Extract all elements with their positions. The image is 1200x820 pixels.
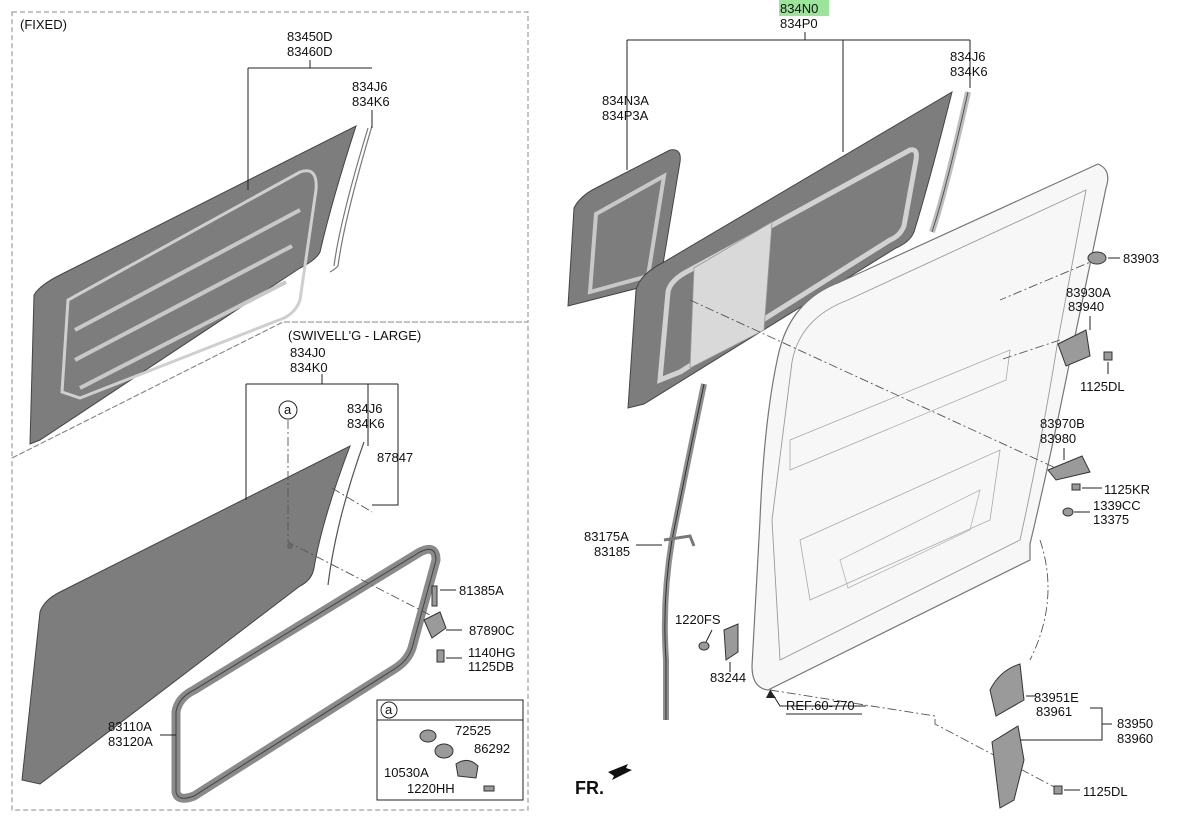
ref-a-marker <box>278 400 298 420</box>
bolt-1140HG-icon <box>436 649 445 663</box>
callout-87847: 87847 <box>377 450 413 465</box>
bolt-1339CC-icon <box>1062 507 1074 517</box>
callout-1125DB: 1125DB <box>468 659 514 674</box>
fixed-weatherstrip <box>329 125 373 273</box>
callout-81385A: 81385A <box>459 583 504 598</box>
callout-1125DL-a: 1125DL <box>1080 379 1125 394</box>
front-direction-label: FR. <box>575 778 604 798</box>
callout-83960: 83960 <box>1117 731 1153 746</box>
front-arrow-icon <box>608 764 632 780</box>
callout-834J0: 834J0 <box>290 345 325 360</box>
callout-83970B: 83970B <box>1040 416 1085 431</box>
fixed-section-label: (FIXED) <box>20 17 67 32</box>
callout-834J6-right: 834J6 <box>950 49 985 64</box>
swivel-section-label: (SWIVELL'G - LARGE) <box>288 328 421 343</box>
leader-83450D <box>247 60 373 190</box>
detail-a-marker <box>380 701 398 719</box>
callout-1125KR: 1125KR <box>1104 482 1150 497</box>
callout-834P3A: 834P3A <box>602 108 649 123</box>
leader-834J0 <box>245 374 399 506</box>
callout-834N3A: 834N3A <box>602 93 649 108</box>
swivel-quarter-glass <box>21 444 351 785</box>
callout-834J6-fixed: 834J6 <box>352 79 387 94</box>
screw-1220HH-icon <box>483 785 495 792</box>
callout-83120A: 83120A <box>108 734 153 749</box>
callout-834K0: 834K0 <box>290 360 328 375</box>
callout-834N0-highlight <box>779 0 829 16</box>
grommet-72525-icon <box>419 729 437 743</box>
screw-1220FS-icon <box>698 641 710 651</box>
callout-83175A: 83175A <box>584 529 629 544</box>
callout-1140HG: 1140HG <box>468 645 515 660</box>
cap-83903-icon <box>1087 251 1107 265</box>
fixed-weatherstrip-edge <box>333 127 369 267</box>
callout-83460D: 83460D <box>287 44 333 59</box>
handle-83244-icon <box>723 623 739 661</box>
dash-ref-a <box>287 420 433 617</box>
callout-ref: REF.60-770 <box>786 698 855 713</box>
bushing-10530A-icon <box>455 760 479 779</box>
swivel-glass-seal <box>171 544 441 803</box>
callout-83930A: 83930A <box>1066 285 1111 300</box>
callout-87890C: 87890C <box>469 623 515 638</box>
channel-83175A <box>661 383 707 720</box>
leader-834N0 <box>626 32 971 170</box>
dash-83930A <box>999 339 1061 361</box>
bolt-1125DL-a-icon <box>1103 351 1113 361</box>
pivot-stud-icon <box>287 543 293 549</box>
callout-834K6-right: 834K6 <box>950 64 988 79</box>
pin-81385A-icon <box>431 585 438 607</box>
callout-83450D: 83450D <box>287 29 333 44</box>
ref-a-marker-text: a <box>284 402 292 417</box>
callout-83185: 83185 <box>594 544 630 559</box>
callout-10530A: 10530A <box>384 765 429 780</box>
swivel-section-border <box>11 321 529 811</box>
callout-83903: 83903 <box>1123 251 1159 266</box>
dash-cable <box>1029 539 1049 661</box>
door-main-glass <box>627 90 953 409</box>
callout-83980: 83980 <box>1040 431 1076 446</box>
latch-83950-icon <box>991 725 1025 809</box>
roller-83970B-icon <box>1047 455 1091 481</box>
bolt-1125DL-b-icon <box>1053 785 1063 795</box>
actuator-83951E-icon <box>989 663 1025 717</box>
callout-86292: 86292 <box>474 741 510 756</box>
callout-834K6-fixed: 834K6 <box>352 94 390 109</box>
callout-83951E: 83951E <box>1034 690 1079 705</box>
callout-83110A: 83110A <box>108 719 152 734</box>
callout-834J6-swivel: 834J6 <box>347 401 382 416</box>
callout-834P0: 834P0 <box>780 16 818 31</box>
callout-13375: 13375 <box>1093 512 1129 527</box>
callout-72525: 72525 <box>455 723 491 738</box>
fixed-quarter-glass <box>29 125 357 445</box>
callout-83244: 83244 <box>710 670 746 685</box>
callout-83940: 83940 <box>1068 299 1104 314</box>
callout-834N0: 834N0 <box>780 1 818 16</box>
hinge-83930A-icon <box>1057 329 1091 367</box>
callout-1220FS: 1220FS <box>675 612 721 627</box>
latch-87890C-icon <box>423 611 447 639</box>
door-panel <box>751 163 1109 691</box>
detail-a-marker-text: a <box>385 702 393 717</box>
callout-83961: 83961 <box>1036 704 1072 719</box>
callout-1220HH: 1220HH <box>407 781 455 796</box>
callout-1339CC: 1339CC <box>1093 498 1141 513</box>
callout-83950: 83950 <box>1117 716 1153 731</box>
callout-1125DL-b: 1125DL <box>1083 784 1128 799</box>
dash-87847 <box>331 487 373 513</box>
dash-83903 <box>999 257 1101 301</box>
bolt-1125KR-icon <box>1071 483 1081 491</box>
washer-86292-icon <box>434 743 454 759</box>
callout-834K6-swivel: 834K6 <box>347 416 385 431</box>
